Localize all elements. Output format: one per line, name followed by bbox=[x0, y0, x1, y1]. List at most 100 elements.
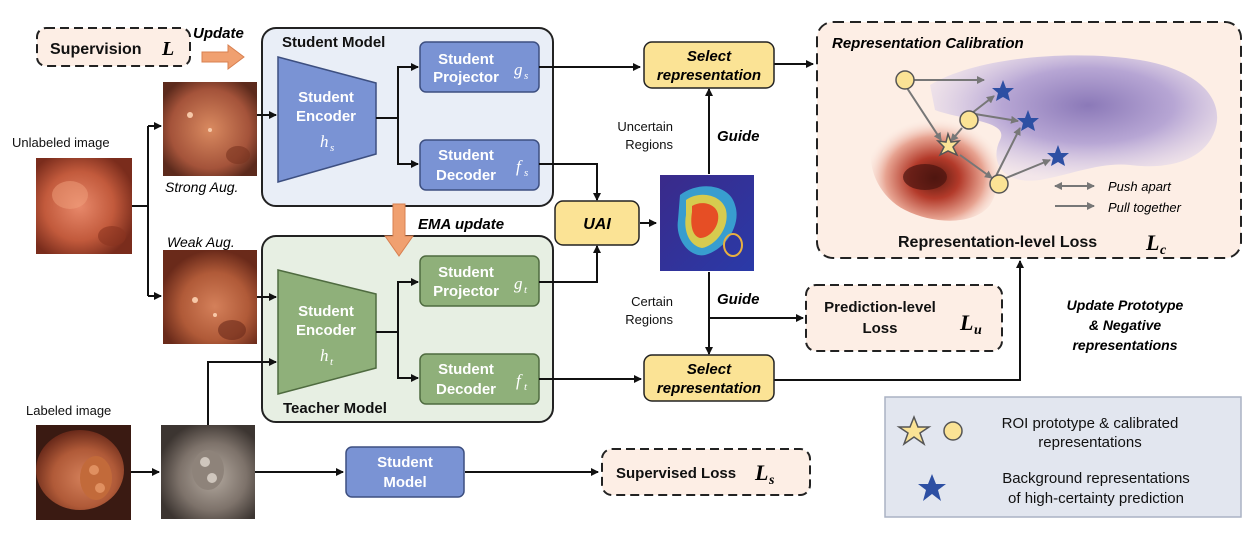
prediction-loss-sub: u bbox=[974, 323, 982, 338]
labeled-image-label: Labeled image bbox=[26, 403, 111, 418]
supervision-symbol: L bbox=[161, 38, 174, 60]
student-decoder-line1: Student bbox=[438, 147, 494, 164]
student-encoder-line1: Student bbox=[298, 89, 354, 106]
select-representation-bottom: Select representation bbox=[643, 354, 775, 402]
teacher-projector-symbol: g bbox=[514, 274, 523, 293]
calibrated-point bbox=[895, 70, 915, 90]
teacher-projector-line1: Student bbox=[438, 264, 494, 281]
calibration-loss-sub: c bbox=[1160, 243, 1167, 258]
student-model-box-line1: Student bbox=[377, 454, 433, 471]
calibration-loss-symbol: L bbox=[1145, 230, 1159, 255]
update-proto-line2: & Negative bbox=[1089, 317, 1162, 333]
uai-box: UAI bbox=[554, 200, 640, 246]
supervision-label: Supervision bbox=[50, 41, 142, 58]
student-encoder-symbol: h bbox=[320, 132, 329, 151]
uncertain-line1: Uncertain bbox=[617, 119, 673, 134]
pull-together-label: Pull together bbox=[1108, 200, 1182, 215]
student-projector-symbol: g bbox=[514, 60, 523, 79]
labeled-image bbox=[36, 425, 131, 520]
calibrated-point bbox=[989, 174, 1009, 194]
supervised-loss-symbol: L bbox=[754, 460, 768, 485]
student-projector-line1: Student bbox=[438, 51, 494, 68]
labeled-gray-image bbox=[161, 425, 255, 519]
select-representation-top: Select representation bbox=[643, 41, 775, 89]
student-model-box: Student Model bbox=[345, 446, 465, 498]
legend-circle-icon bbox=[943, 421, 963, 441]
background-star bbox=[1047, 145, 1069, 166]
guide-top-label: Guide bbox=[717, 128, 760, 145]
certain-line1: Certain bbox=[631, 294, 673, 309]
student-decoder-box: Student Decoder f s bbox=[419, 139, 540, 191]
supervision-box: Supervision L bbox=[36, 27, 191, 67]
teacher-encoder-symbol: h bbox=[320, 346, 329, 365]
update-proto-line1: Update Prototype bbox=[1067, 297, 1184, 313]
supervised-loss-label: Supervised Loss bbox=[616, 465, 736, 482]
teacher-projector-box: Student Projector g t bbox=[419, 255, 540, 307]
teacher-decoder-box: Student Decoder f t bbox=[419, 353, 540, 405]
calibration-title: Representation Calibration bbox=[832, 35, 1024, 52]
select-bottom-line2: representation bbox=[657, 380, 761, 397]
teacher-encoder bbox=[277, 269, 377, 395]
background-star bbox=[1017, 110, 1039, 131]
update-arrow bbox=[201, 44, 245, 70]
student-encoder-line2: Encoder bbox=[296, 108, 356, 125]
ema-update-label: EMA update bbox=[418, 216, 504, 233]
teacher-decoder-line1: Student bbox=[438, 361, 494, 378]
select-top-line1: Select bbox=[687, 48, 732, 65]
legend-roi-line2: representations bbox=[1038, 434, 1141, 451]
legend-star-icon bbox=[896, 414, 932, 446]
legend-bg-line1: Background representations bbox=[1002, 470, 1190, 487]
weak-aug-label: Weak Aug. bbox=[167, 234, 235, 250]
legend: ROI prototype & calibrated representatio… bbox=[884, 396, 1242, 518]
student-projector-sub: s bbox=[524, 70, 528, 82]
strong-aug-label: Strong Aug. bbox=[165, 179, 238, 195]
teacher-model-title: Teacher Model bbox=[283, 400, 387, 417]
student-encoder-sub: s bbox=[330, 142, 334, 154]
uai-label: UAI bbox=[583, 216, 611, 233]
student-decoder-line2: Decoder bbox=[436, 167, 496, 184]
calibration-loss-label: Representation-level Loss bbox=[898, 234, 1097, 251]
student-encoder bbox=[277, 56, 377, 183]
uncertain-line2: Regions bbox=[625, 137, 673, 152]
calibration-panel: Representation Calibration Push a bbox=[816, 21, 1242, 259]
teacher-projector-line2: Projector bbox=[433, 283, 499, 300]
connector-lines bbox=[131, 60, 1024, 476]
teacher-encoder-line1: Student bbox=[298, 303, 354, 320]
weak-aug-image bbox=[163, 250, 257, 344]
roi-prototype-star bbox=[935, 131, 962, 157]
supervised-loss-sub: s bbox=[768, 473, 775, 488]
teacher-projector-sub: t bbox=[524, 284, 528, 296]
legend-bg-line2: of high-certainty prediction bbox=[1008, 490, 1184, 507]
teacher-encoder-sub: t bbox=[330, 356, 334, 368]
teacher-decoder-sub: t bbox=[524, 381, 528, 393]
student-projector-box: Student Projector g s bbox=[419, 41, 540, 93]
student-decoder-symbol: f bbox=[516, 157, 523, 176]
select-bottom-line1: Select bbox=[687, 361, 732, 378]
prediction-loss-line1: Prediction-level bbox=[824, 299, 936, 316]
student-model-title: Student Model bbox=[282, 34, 385, 51]
strong-aug-image bbox=[163, 82, 257, 176]
update-proto-line3: representations bbox=[1072, 337, 1177, 353]
certain-line2: Regions bbox=[625, 312, 673, 327]
teacher-decoder-line2: Decoder bbox=[436, 381, 496, 398]
unlabeled-image bbox=[36, 158, 132, 254]
prediction-loss-box: Prediction-level Loss L u bbox=[805, 284, 1003, 352]
student-model-box-line2: Model bbox=[383, 474, 426, 491]
background-star bbox=[992, 80, 1014, 101]
student-decoder-sub: s bbox=[524, 167, 528, 179]
student-projector-line2: Projector bbox=[433, 69, 499, 86]
legend-roi-line1: ROI prototype & calibrated bbox=[1002, 415, 1179, 432]
calibrated-point bbox=[959, 110, 979, 130]
update-label: Update bbox=[193, 25, 244, 42]
ema-arrow bbox=[384, 203, 414, 257]
prediction-loss-line2: Loss bbox=[862, 320, 897, 337]
supervised-loss-box: Supervised Loss L s bbox=[601, 448, 811, 496]
prediction-loss-symbol: L bbox=[959, 310, 973, 335]
teacher-decoder-symbol: f bbox=[516, 371, 523, 390]
push-apart-label: Push apart bbox=[1108, 179, 1172, 194]
unlabeled-image-label: Unlabeled image bbox=[12, 135, 110, 150]
legend-blue-star-icon bbox=[918, 474, 946, 501]
select-top-line2: representation bbox=[657, 67, 761, 84]
teacher-encoder-line2: Encoder bbox=[296, 322, 356, 339]
